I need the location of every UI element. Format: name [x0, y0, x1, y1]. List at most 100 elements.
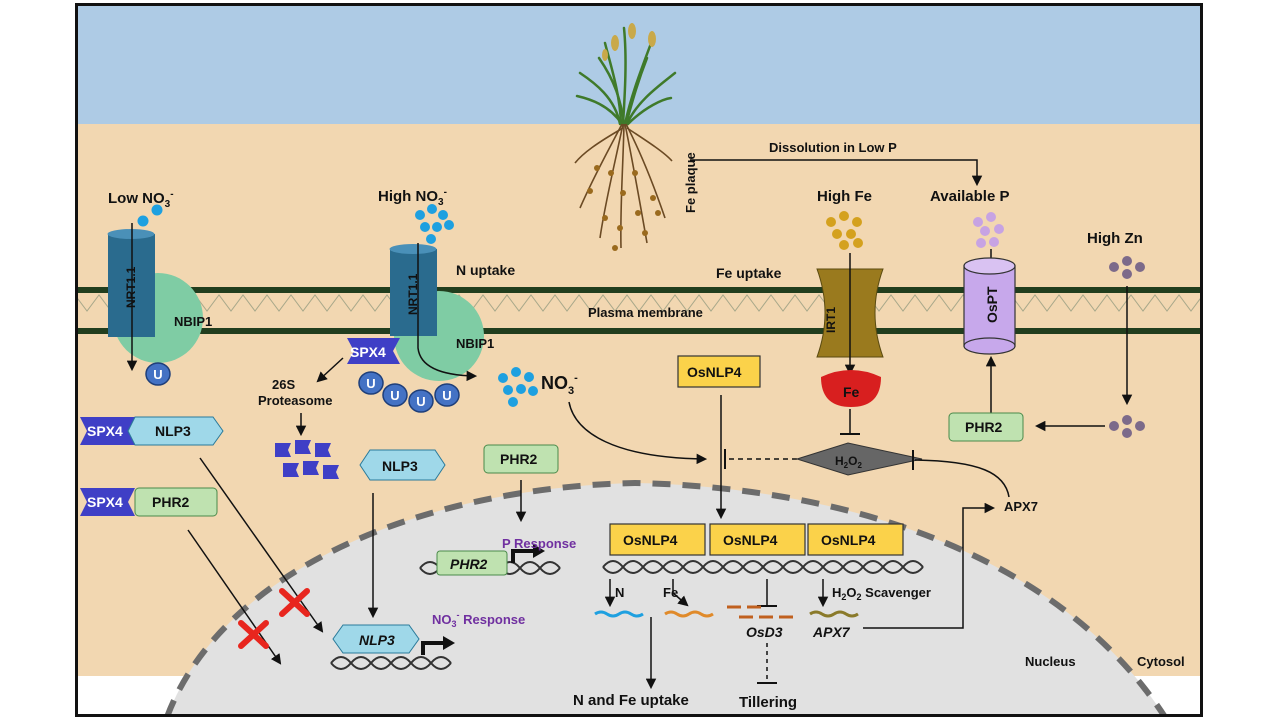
svg-text:U: U	[442, 388, 451, 403]
no3-label: NO3-	[541, 372, 578, 397]
high-fe-label: High Fe	[817, 188, 872, 205]
low-no3-label: Low NO3-	[108, 189, 174, 210]
osd3-mrna	[727, 605, 793, 619]
nlp3-free: NLP3	[359, 449, 446, 481]
svg-text:SPX4: SPX4	[350, 344, 386, 360]
osnlp4-cytosol: OsNLP4	[677, 355, 761, 388]
dissolution-label: Dissolution in Low P	[769, 140, 897, 155]
fe-gene-label: Fe	[663, 585, 678, 600]
nrt11-mid: NRT1.1	[389, 244, 437, 336]
svg-text:Low NO3-: Low NO3-	[108, 189, 174, 210]
nuclear-envelope	[164, 479, 1168, 717]
tillering-label: Tillering	[739, 694, 797, 711]
osnlp4-nuclear-2: OsNLP4	[709, 523, 806, 556]
dissolution-arrow	[690, 159, 983, 187]
svg-text:PHR2: PHR2	[500, 451, 538, 467]
spx4-attached: SPX4	[347, 338, 400, 364]
n-gene-label: N	[615, 585, 624, 600]
svg-text:SPX4: SPX4	[87, 494, 123, 510]
diagram-frame: Plasma membrane	[74, 3, 1280, 717]
svg-text:U: U	[153, 367, 162, 382]
spx4-nlp3-complex: SPX4 NLP3	[80, 416, 224, 446]
h2o2-node: H2O2	[795, 442, 923, 476]
nitrate-dots-cytosol	[498, 367, 538, 407]
high-no3-label: High NO3-	[378, 187, 447, 208]
spx4-phr2-complex: SPX4 PHR2	[80, 487, 218, 517]
nbip1-mid-label: NBIP1	[456, 336, 494, 351]
nlp3-gene: NLP3	[330, 624, 455, 670]
rice-plant-icon	[574, 23, 677, 251]
svg-text:PHR2: PHR2	[152, 494, 190, 510]
phr2-gene: PHR2	[419, 544, 561, 576]
svg-text:NRT1.1: NRT1.1	[406, 273, 420, 315]
proteasome-26s-label: 26S	[272, 377, 295, 392]
phr2-zn: PHR2	[948, 412, 1024, 442]
frame-border	[75, 3, 1203, 717]
fe-dots	[826, 211, 863, 250]
apx7-to-protein-arrow	[863, 502, 996, 629]
high-no3-uptake-arrow	[417, 243, 478, 382]
cytosol-label: Cytosol	[1137, 654, 1185, 669]
nbip1-left-label: NBIP1	[174, 314, 212, 329]
blocked-nlp3-arrow	[199, 457, 324, 633]
p-response-label: P Response	[502, 536, 576, 551]
svg-text:OsNLP4: OsNLP4	[623, 532, 678, 548]
svg-text:Fe: Fe	[843, 384, 860, 400]
fe-cytosol-node: Fe	[821, 370, 881, 407]
dna-helix	[602, 560, 924, 574]
ubiquitin-chain: U U U U	[358, 371, 460, 413]
to-proteasome-arrow	[316, 357, 344, 383]
n-uptake-label: N uptake	[456, 262, 515, 278]
svg-text:PHR2: PHR2	[965, 419, 1003, 435]
svg-text:NLP3: NLP3	[382, 458, 418, 474]
p-dots	[973, 212, 1004, 248]
svg-text:NRT1.1: NRT1.1	[124, 266, 138, 308]
svg-text:PHR2: PHR2	[450, 556, 488, 572]
no3-response-label: NO3- Response	[432, 610, 525, 629]
degraded-fragments-icon	[275, 440, 339, 479]
apx7-inhibits-h2o2	[914, 459, 1010, 498]
no3-to-osnlp4-arrow	[568, 401, 708, 465]
apx7-gene-label: APX7	[812, 624, 851, 640]
zn-dots-inside	[1109, 415, 1145, 438]
n-mrna	[594, 610, 644, 618]
high-zn-label: High Zn	[1087, 230, 1143, 247]
svg-text:OsNLP4: OsNLP4	[723, 532, 778, 548]
osnlp4-nuclear-1: OsNLP4	[609, 523, 706, 556]
svg-text:H2O2: H2O2	[835, 454, 862, 470]
n-fe-uptake-label: N and Fe uptake	[573, 692, 689, 709]
zn-dots-outside	[1109, 256, 1145, 279]
svg-text:U: U	[366, 376, 375, 391]
h2o2-scavenger-label: H2O2 Scavenger	[832, 585, 931, 602]
red-x-icon	[238, 620, 269, 649]
apx7-protein-label: APX7	[1004, 499, 1038, 514]
phr2-free: PHR2	[483, 444, 559, 474]
pathway-diagram: Plasma membrane	[74, 3, 1280, 717]
proteasome-label: Proteasome	[258, 393, 332, 408]
nitrate-dots-high	[415, 204, 454, 244]
apx7-mrna	[809, 610, 859, 618]
svg-text:U: U	[416, 394, 425, 409]
fe-uptake-label: Fe uptake	[716, 265, 782, 281]
svg-text:NLP3: NLP3	[359, 632, 395, 648]
available-p-label: Available P	[930, 188, 1009, 205]
red-x-icon	[279, 588, 310, 617]
ubiquitin-left: U	[145, 362, 171, 386]
svg-text:High NO3-: High NO3-	[378, 187, 447, 208]
svg-text:SPX4: SPX4	[87, 423, 123, 439]
svg-text:NO3- Response: NO3- Response	[432, 610, 525, 629]
nitrate-dots-low	[137, 204, 163, 227]
fe-plaque-label: Fe plaque	[683, 152, 698, 213]
svg-text:NO3-: NO3-	[541, 372, 578, 397]
fe-mrna	[664, 610, 714, 618]
svg-text:IRT1: IRT1	[824, 307, 838, 333]
svg-text:H2O2 Scavenger: H2O2 Scavenger	[832, 585, 931, 602]
svg-text:NLP3: NLP3	[155, 423, 191, 439]
ospt-transporter: OsPT	[963, 257, 1016, 355]
osnlp4-nuclear-3: OsNLP4	[807, 523, 904, 556]
fe-gene-arrow	[672, 579, 689, 607]
svg-text:U: U	[390, 388, 399, 403]
svg-text:OsNLP4: OsNLP4	[687, 364, 742, 380]
plasma-membrane-label: Plasma membrane	[588, 305, 703, 320]
svg-text:OsPT: OsPT	[984, 286, 1000, 323]
